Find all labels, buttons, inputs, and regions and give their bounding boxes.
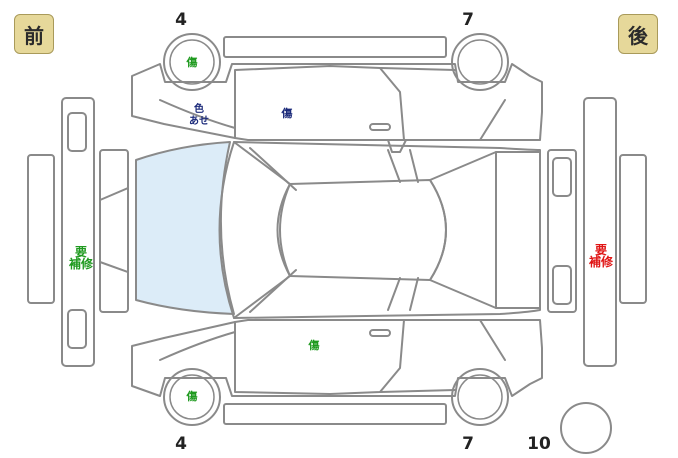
rear-light-lower[interactable]	[552, 265, 572, 305]
mark-front-door-top: 傷	[281, 107, 293, 120]
tire-number-top-right: 7	[462, 10, 474, 30]
front-badge: 前	[14, 14, 54, 54]
front-grille-lines	[99, 187, 129, 273]
roof[interactable]	[279, 179, 447, 281]
tire-top-left[interactable]	[163, 33, 221, 91]
door-handle-top[interactable]	[369, 123, 391, 131]
rear-window[interactable]	[429, 151, 497, 309]
front-grille[interactable]	[99, 149, 129, 313]
tire-bottom-right-inner	[457, 374, 503, 420]
mark-rear-bumper-line2: 補修	[588, 255, 613, 269]
tire-top-right[interactable]	[451, 33, 509, 91]
mark-front-bumper-line2: 補修	[68, 257, 93, 271]
tire-number-bottom-right: 7	[462, 434, 474, 454]
spare-tire[interactable]	[560, 402, 612, 454]
rear-bumper[interactable]	[583, 97, 617, 367]
tire-number-top-left: 4	[175, 10, 187, 30]
mark-front-fender-top: 色 あせ	[182, 104, 216, 128]
tire-bottom-right[interactable]	[451, 368, 509, 426]
front-outer-bar[interactable]	[27, 154, 55, 304]
mark-front-fender-top-line1: 色	[194, 104, 204, 115]
front-fender-top-line	[159, 99, 236, 129]
front-door-bottom-panel[interactable]	[234, 319, 405, 395]
rear-light-upper[interactable]	[552, 157, 572, 197]
roof-rail-bottom[interactable]	[223, 403, 447, 425]
side-view-bottom	[131, 319, 543, 425]
tire-top-right-inner	[457, 39, 503, 85]
pillar-lines	[249, 147, 419, 313]
mark-front-door-bottom: 傷	[308, 339, 320, 352]
door-handle-bottom[interactable]	[369, 329, 391, 337]
mark-tire-top-left: 傷	[186, 56, 198, 69]
tire-number-bottom-left: 4	[175, 434, 187, 454]
body-outline-bottom[interactable]	[131, 319, 543, 397]
hood[interactable]	[135, 141, 235, 315]
roof-rail-top[interactable]	[223, 36, 447, 58]
rear-outer-bar[interactable]	[619, 154, 647, 304]
tire-bottom-left-inner	[169, 374, 215, 420]
front-light-upper[interactable]	[67, 112, 87, 152]
body-outline-top[interactable]	[131, 63, 543, 141]
rear-door-bottom-panel[interactable]	[379, 319, 506, 393]
mark-front-bumper: 要 補修	[66, 246, 96, 270]
mark-front-bumper-line1: 要	[74, 245, 87, 259]
front-door-top-panel[interactable]	[234, 65, 405, 141]
side-mirror-top[interactable]	[387, 139, 407, 153]
front-light-lower[interactable]	[67, 309, 87, 349]
tire-top-left-inner	[169, 39, 215, 85]
mark-tire-bottom-left: 傷	[186, 390, 198, 403]
rear-badge: 後	[618, 14, 658, 54]
rear-grille[interactable]	[547, 149, 577, 313]
mark-front-fender-top-line2: あせ	[189, 116, 209, 127]
rear-door-top-panel[interactable]	[379, 67, 506, 141]
trunk[interactable]	[495, 151, 541, 309]
front-fender-bottom-line	[159, 331, 236, 361]
mark-rear-bumper-line1: 要	[594, 243, 607, 257]
windshield[interactable]	[218, 141, 291, 319]
mark-rear-bumper: 要 補修	[584, 244, 618, 268]
front-bumper[interactable]	[61, 97, 95, 367]
top-view	[135, 139, 541, 319]
tire-number-spare: 10	[527, 434, 551, 454]
side-view-top	[131, 36, 543, 141]
tire-bottom-left[interactable]	[163, 368, 221, 426]
